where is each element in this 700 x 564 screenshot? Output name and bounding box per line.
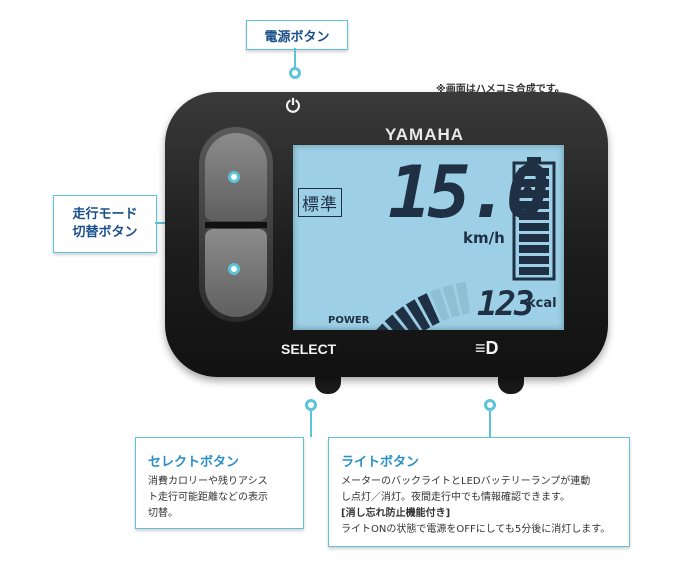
battery-segment (519, 223, 549, 231)
calories-value: 123 (477, 284, 534, 324)
power-bar (429, 288, 450, 322)
power-button-callout-label: 電源ボタン (264, 29, 330, 45)
light-callout-line (489, 411, 491, 437)
power-button-callout: 電源ボタン (246, 20, 348, 50)
power-icon[interactable]: ⏻ (285, 96, 301, 116)
select-callout-dot (305, 399, 317, 411)
power-meter (376, 281, 471, 330)
composite-note: ※画面はハメコミ合成です。 (436, 84, 565, 95)
power-callout-dot (289, 67, 301, 79)
mode-callout-line1: 走行モード (72, 207, 138, 222)
light-info-line2: し点灯／消灯。夜間走行中でも情報確認できます。 (341, 492, 570, 503)
light-icon[interactable]: ≡D (475, 338, 499, 358)
power-callout-line (294, 48, 296, 68)
mode-callout-line2: 切替ボタン (72, 225, 138, 240)
light-info-line3: [消し忘れ防止機能付き] (341, 508, 451, 519)
battery-segment (519, 212, 549, 220)
speed-unit: km/h (463, 229, 505, 247)
brand-logo: YAMAHA (385, 125, 465, 144)
light-callout-dot (484, 399, 496, 411)
device-foot-right (498, 372, 524, 394)
battery-segment (519, 245, 549, 253)
battery-segment (519, 234, 549, 242)
power-bar (376, 323, 389, 330)
power-label: POWER (328, 315, 370, 326)
select-info-line3: 切替。 (148, 508, 178, 519)
power-bar (405, 299, 431, 330)
power-bar (394, 306, 420, 330)
battery-outline (512, 161, 556, 281)
mode-down-dot (228, 263, 240, 275)
power-bar (417, 293, 440, 326)
power-bar (384, 314, 406, 330)
select-callout-line (310, 411, 312, 437)
select-info-box: セレクトボタン 消費カロリーや残りアシス ト走行可能距離などの表示 切替。 (135, 437, 304, 529)
light-info-body: メーターのバックライトとLEDバッテリーランプが連動 し点灯／消灯。夜間走行中で… (341, 474, 610, 538)
mode-up-dot (228, 171, 240, 183)
light-info-line4: ライトONの状態で電源をOFFにしても5分後に消灯します。 (341, 524, 611, 535)
battery-segment (519, 179, 549, 187)
assist-mode-label: 標準 (298, 188, 342, 217)
battery-gauge (512, 157, 556, 281)
mode-rocker-divider (205, 222, 267, 228)
light-info-line1: メーターのバックライトとLEDバッテリーランプが連動 (341, 476, 591, 487)
select-info-title: セレクトボタン (148, 455, 240, 470)
light-info-box: ライトボタン メーターのバックライトとLEDバッテリーランプが連動 し点灯／消灯… (328, 437, 630, 547)
mode-button-callout: 走行モード 切替ボタン (53, 195, 157, 253)
select-info-line1: 消費カロリーや残りアシス (148, 476, 268, 487)
power-bar (442, 284, 460, 318)
device-foot-left (315, 372, 341, 394)
battery-segment (519, 168, 549, 176)
select-info-line2: ト走行可能距離などの表示 (148, 492, 268, 503)
battery-segment (519, 190, 549, 198)
power-bar (455, 281, 471, 315)
battery-cap (527, 157, 541, 163)
select-info-body: 消費カロリーや残りアシス ト走行可能距離などの表示 切替。 (148, 474, 268, 522)
calories-unit: kcal (527, 296, 557, 311)
select-label: SELECT (281, 341, 337, 357)
battery-segment (519, 256, 549, 264)
battery-segment (519, 201, 549, 209)
light-info-title: ライトボタン (341, 455, 420, 470)
battery-segment (519, 267, 549, 275)
